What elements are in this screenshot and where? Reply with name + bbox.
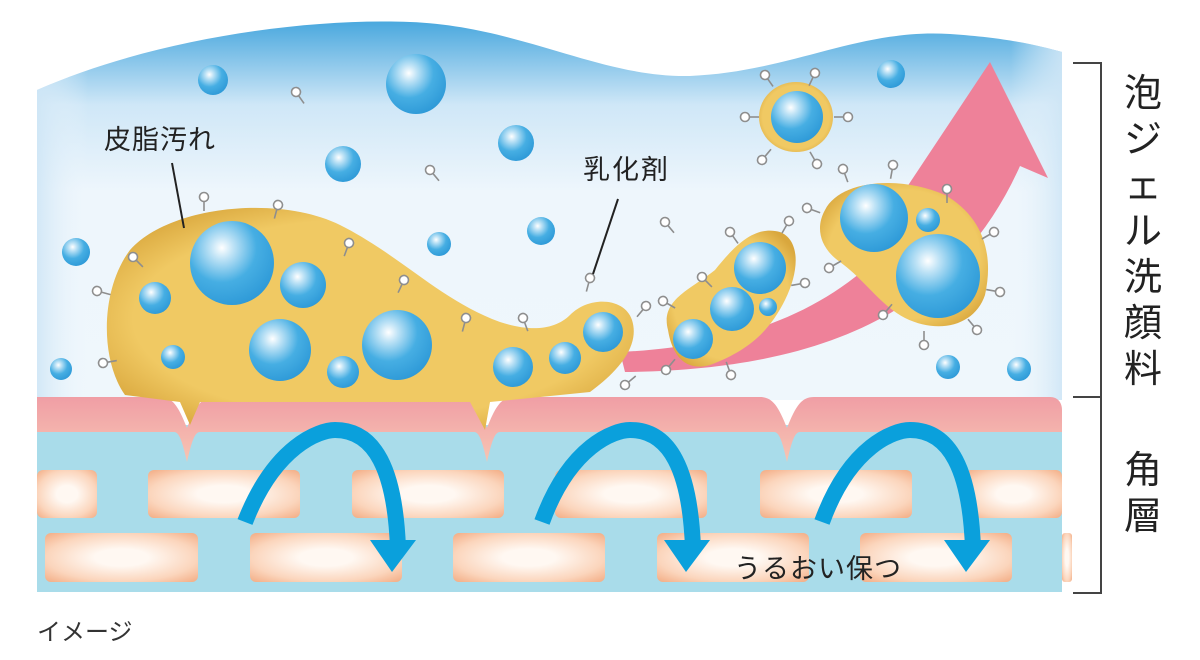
foam-gel-cleanser-label: 泡ジェル洗顔料	[1123, 71, 1162, 391]
moisture-arrow-icon	[534, 421, 710, 572]
emulsifier-label: 乳化剤	[583, 155, 670, 186]
bracket-stratum	[1073, 397, 1102, 594]
cell-row-2	[45, 533, 1072, 582]
image-note-label: イメージ	[37, 618, 133, 646]
sebum-dirt-blob	[106, 207, 634, 430]
rising-arrow-icon	[620, 62, 1048, 372]
moisture-arrows	[237, 421, 990, 572]
skin-surface	[37, 397, 1062, 462]
sebum-leader-line	[171, 162, 185, 229]
emulsifier-leader-line	[592, 198, 619, 275]
stratum-corneum-label: 角層	[1123, 448, 1162, 538]
moisture-arrow-icon	[237, 421, 416, 572]
emulsified-droplet-3	[820, 183, 989, 327]
emulsified-droplet-1	[759, 82, 833, 152]
emulsified-droplet-2	[666, 230, 796, 367]
keep-moisture-label: うるおい保つ	[734, 554, 902, 585]
bracket-foam	[1073, 62, 1102, 398]
sebum-dirt-label: 皮脂汚れ	[104, 125, 216, 156]
moisture-arrow-icon	[814, 421, 990, 572]
